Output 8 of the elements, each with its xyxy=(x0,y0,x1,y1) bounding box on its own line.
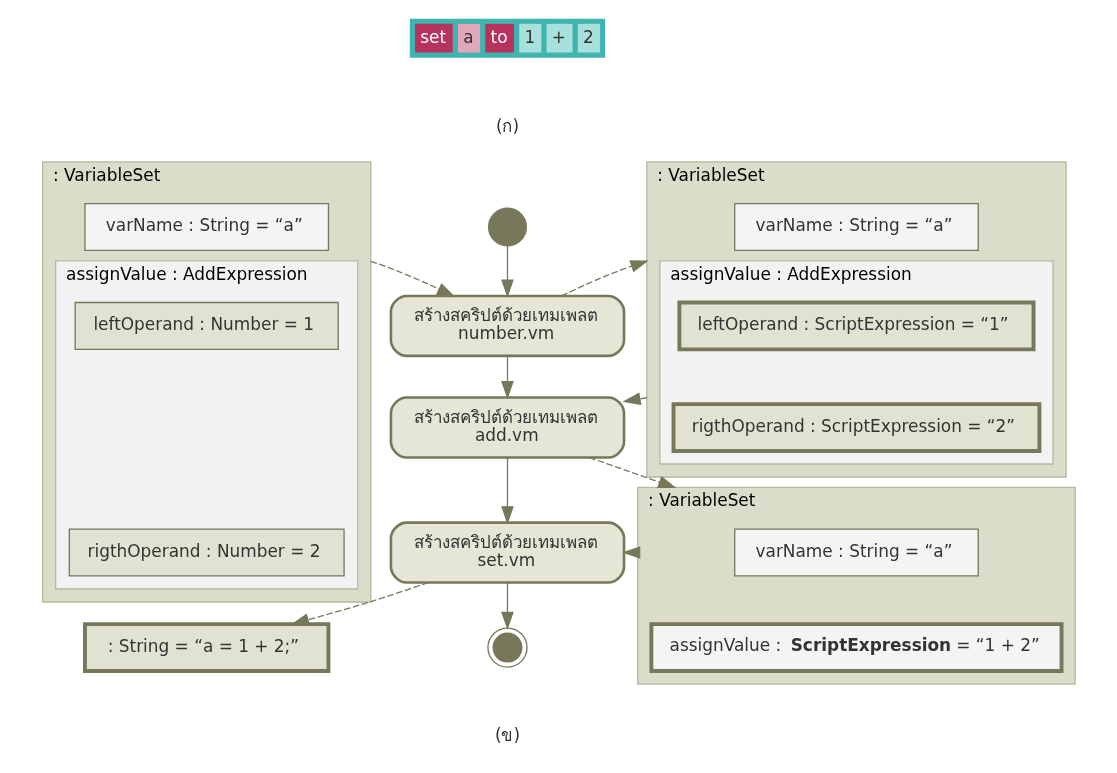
label: (ข) xyxy=(494,724,520,745)
label: 2 xyxy=(582,26,594,47)
label: a xyxy=(462,26,474,47)
label: set xyxy=(419,26,446,47)
label: + xyxy=(551,26,566,47)
label: to xyxy=(490,26,508,47)
label: (ก) xyxy=(495,116,519,137)
label: 1 xyxy=(523,26,535,47)
